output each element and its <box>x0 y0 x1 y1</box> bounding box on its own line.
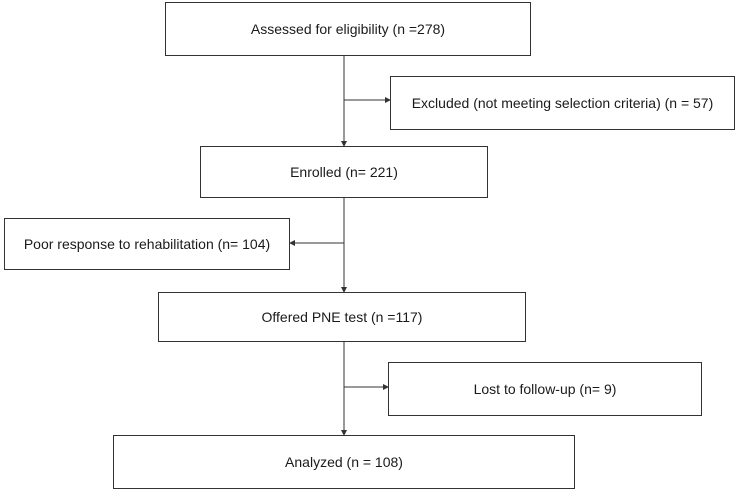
offered-label: Offered PNE test (n =117) <box>261 309 423 325</box>
lost-label: Lost to follow-up (n= 9) <box>473 381 617 397</box>
analyzed-label: Analyzed (n = 108) <box>285 454 403 470</box>
enrolled-box: Enrolled (n= 221) <box>200 146 488 198</box>
excluded-label: Excluded (not meeting selection criteria… <box>411 95 714 111</box>
offered-box: Offered PNE test (n =117) <box>158 292 526 342</box>
poor-response-label: Poor response to rehabilitation (n= 104) <box>23 236 271 252</box>
assessed-label: Assessed for eligibility (n =278) <box>250 21 446 37</box>
excluded-box: Excluded (not meeting selection criteria… <box>390 76 735 130</box>
assessed-box: Assessed for eligibility (n =278) <box>165 2 531 56</box>
enrolled-label: Enrolled (n= 221) <box>290 164 398 180</box>
poor-response-box: Poor response to rehabilitation (n= 104) <box>4 218 290 270</box>
lost-box: Lost to follow-up (n= 9) <box>388 362 702 416</box>
analyzed-box: Analyzed (n = 108) <box>113 435 575 489</box>
